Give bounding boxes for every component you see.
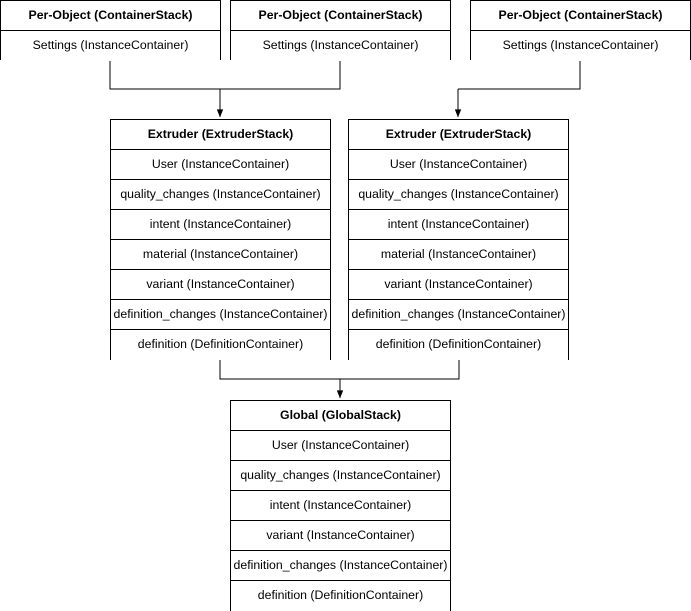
per-object-container-stack-2-row: Settings (InstanceContainer) [231,31,450,61]
global-stack-row: variant (InstanceContainer) [231,521,450,551]
extruder-stack-2-row: User (InstanceContainer) [349,150,568,180]
per-object-container-stack-2-header: Per-Object (ContainerStack) [231,1,450,31]
extruder-stack-2-header: Extruder (ExtruderStack) [349,120,568,150]
per-object-container-stack-2: Per-Object (ContainerStack)Settings (Ins… [230,0,451,61]
per-object-container-stack-3-header: Per-Object (ContainerStack) [471,1,690,31]
global-stack-row: intent (InstanceContainer) [231,491,450,521]
extruder-stack-2-row: definition (DefinitionContainer) [349,330,568,360]
per-object-container-stack-3: Per-Object (ContainerStack)Settings (Ins… [470,0,691,61]
extruder-stack-1-row: definition (DefinitionContainer) [111,330,330,360]
extruder-stack-1-row: User (InstanceContainer) [111,150,330,180]
per-object-container-stack-1-header: Per-Object (ContainerStack) [1,1,220,31]
extruder-stack-1-row: definition_changes (InstanceContainer) [111,300,330,330]
extruder-stack-1-row: intent (InstanceContainer) [111,210,330,240]
per-object-container-stack-3-row: Settings (InstanceContainer) [471,31,690,61]
extruder-stack-1: Extruder (ExtruderStack)User (InstanceCo… [110,119,331,360]
extruder-stack-1-row: quality_changes (InstanceContainer) [111,180,330,210]
per-object-container-stack-1-row: Settings (InstanceContainer) [1,31,220,61]
extruder-stack-2-row: variant (InstanceContainer) [349,270,568,300]
extruder-stack-2-row: intent (InstanceContainer) [349,210,568,240]
global-stack-row: User (InstanceContainer) [231,431,450,461]
extruder-stack-2: Extruder (ExtruderStack)User (InstanceCo… [348,119,569,360]
connector-extruders-to-global [219,360,460,380]
global-stack: Global (GlobalStack)User (InstanceContai… [230,400,451,611]
extruder-stack-1-row: variant (InstanceContainer) [111,270,330,300]
global-stack-row: definition_changes (InstanceContainer) [231,551,450,581]
extruder-stack-1-header: Extruder (ExtruderStack) [111,120,330,150]
global-stack-row: definition (DefinitionContainer) [231,581,450,611]
per-object-container-stack-1: Per-Object (ContainerStack)Settings (Ins… [0,0,221,61]
extruder-stack-2-row: definition_changes (InstanceContainer) [349,300,568,330]
extruder-stack-2-row: quality_changes (InstanceContainer) [349,180,568,210]
connector-per-object-1-2-to-extruder-1 [109,60,341,90]
connector-per-object-3-to-extruder-2 [458,60,581,90]
extruder-stack-2-row: material (InstanceContainer) [349,240,568,270]
global-stack-row: quality_changes (InstanceContainer) [231,461,450,491]
global-stack-header: Global (GlobalStack) [231,401,450,431]
extruder-stack-1-row: material (InstanceContainer) [111,240,330,270]
